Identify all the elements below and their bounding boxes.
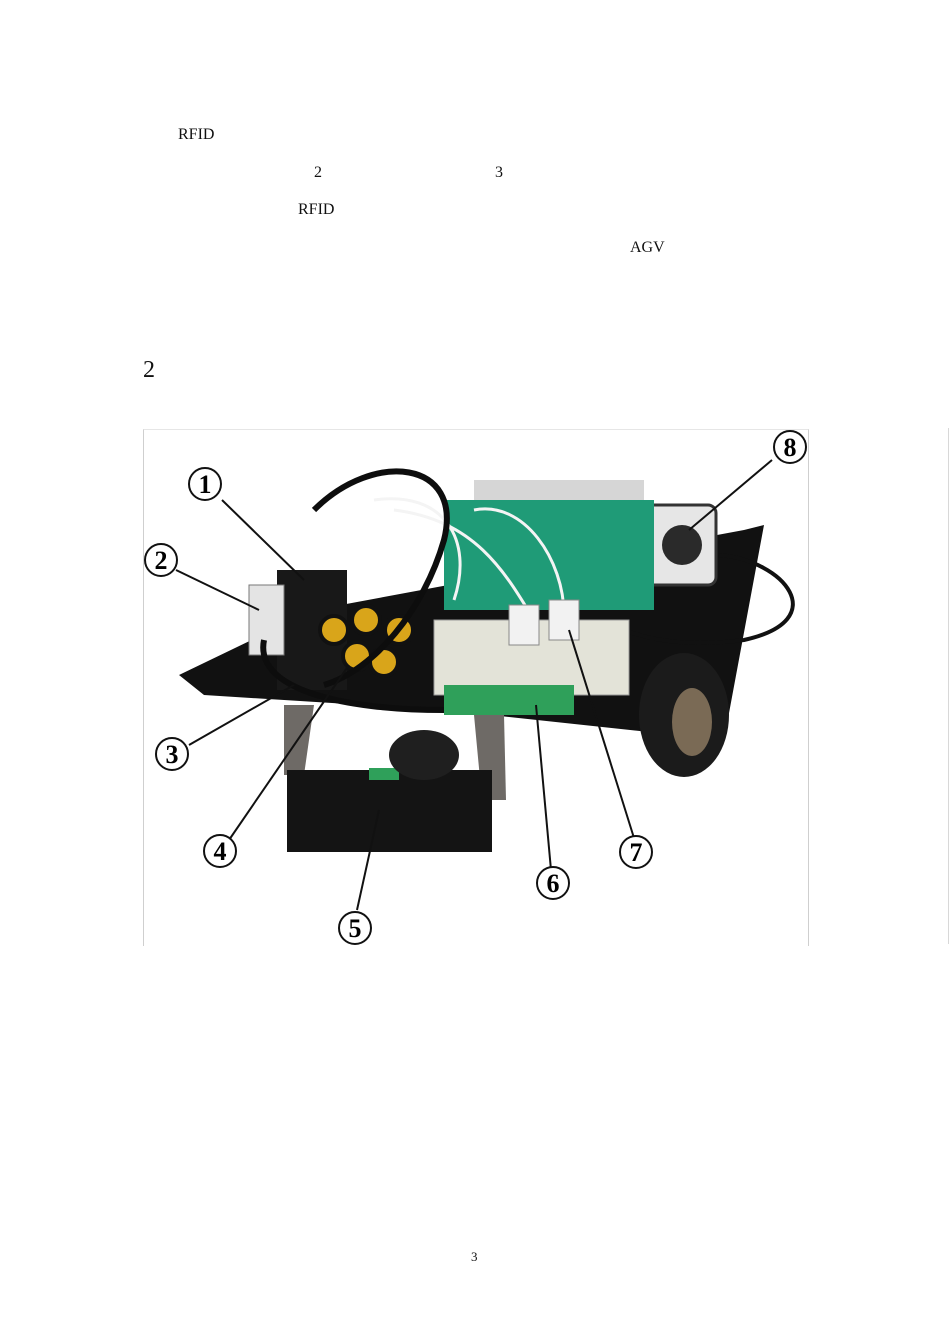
callout-8: 8 <box>773 430 807 464</box>
speaker-cone <box>662 525 702 565</box>
svg-text:7: 7 <box>630 838 643 867</box>
callouts: 1 2 3 4 5 6 7 <box>144 430 807 945</box>
svg-text:2: 2 <box>155 546 168 575</box>
sensor-1 <box>318 614 350 646</box>
svg-text:4: 4 <box>214 837 227 866</box>
connector-tag-2 <box>548 599 580 641</box>
section-heading: 2 <box>143 357 155 383</box>
leader-2 <box>175 569 260 611</box>
speaker-cable <box>623 553 795 645</box>
agv-robot-illustration: 1 2 3 4 5 6 7 <box>144 430 807 945</box>
svg-text:5: 5 <box>349 914 362 943</box>
text-num-3: 3 <box>495 164 503 181</box>
callout-lines <box>175 459 773 911</box>
svg-text:1: 1 <box>199 470 212 499</box>
leader-4 <box>228 664 350 841</box>
text-agv: AGV <box>630 239 665 256</box>
bottom-connector <box>369 768 399 780</box>
callout-2: 2 <box>144 543 178 577</box>
power-module <box>248 584 285 656</box>
ribbon-cable <box>474 480 644 500</box>
leader-7 <box>568 629 635 839</box>
leader-1 <box>221 499 305 581</box>
text-rfid-1: RFID <box>178 126 215 143</box>
leader-3 <box>188 684 295 746</box>
callout-1: 1 <box>188 467 222 501</box>
support-post-left <box>284 705 314 775</box>
callout-4: 4 <box>203 834 237 868</box>
svg-text:3: 3 <box>166 740 179 769</box>
black-cables <box>260 468 450 713</box>
leader-8 <box>688 459 773 531</box>
leader-5 <box>356 809 380 911</box>
callout-6: 6 <box>536 866 570 900</box>
callout-7: 7 <box>619 835 653 869</box>
text-rfid-2: RFID <box>298 201 335 218</box>
svg-text:6: 6 <box>547 869 560 898</box>
callout-3: 3 <box>155 737 189 771</box>
callout-5: 5 <box>338 911 372 945</box>
motor <box>389 730 459 780</box>
agv-robot-figure: 1 2 3 4 5 6 7 <box>143 429 809 946</box>
text-num-2: 2 <box>314 164 322 181</box>
svg-text:8: 8 <box>784 433 797 462</box>
bottom-bar <box>287 770 492 852</box>
page-edge-line <box>948 428 949 944</box>
terminal-block <box>444 685 574 715</box>
sensor-2 <box>350 604 382 636</box>
page-number: 3 <box>471 1249 478 1264</box>
connector-tag-1 <box>508 604 540 646</box>
wheel-hub <box>672 688 712 756</box>
leader-6 <box>535 704 552 871</box>
